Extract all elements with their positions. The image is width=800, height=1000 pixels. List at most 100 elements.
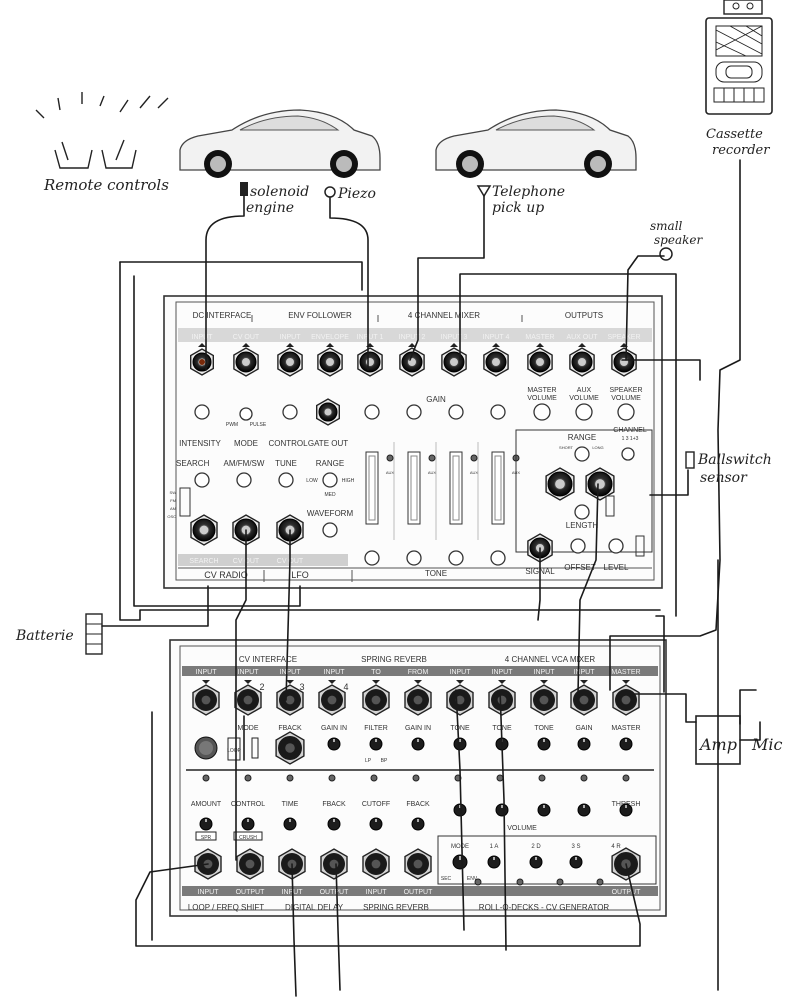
tune-knob[interactable] — [278, 472, 294, 488]
analog-switch[interactable] — [635, 535, 645, 557]
bottom-knob[interactable] — [327, 817, 341, 831]
range-knob[interactable] — [322, 472, 338, 488]
bottom-knob[interactable] — [411, 817, 425, 831]
bottom-knob[interactable] — [453, 737, 467, 751]
long-label: LONG — [592, 445, 603, 450]
filter-knob[interactable] — [369, 737, 383, 751]
top-pot[interactable] — [364, 404, 380, 420]
band-switch[interactable] — [236, 472, 252, 488]
bottom-knob[interactable] — [283, 817, 297, 831]
bottom-jack[interactable] — [570, 684, 598, 716]
wire-outer-left — [119, 261, 661, 621]
top-pot[interactable] — [282, 404, 298, 420]
top-jack[interactable] — [233, 347, 259, 377]
level-label: LEVEL — [604, 563, 629, 572]
tone-knob[interactable] — [448, 550, 464, 566]
aux-small-label: AUX — [428, 470, 437, 475]
speaker-volume-label: VOLUME — [611, 395, 641, 402]
aux-volume-label: AUX — [577, 387, 592, 394]
vca-knob[interactable] — [495, 803, 509, 817]
range-jack-left[interactable] — [545, 467, 575, 501]
top-jack[interactable] — [441, 347, 467, 377]
loop-switch[interactable] — [251, 737, 259, 759]
top-jack[interactable] — [527, 347, 553, 377]
top-pot[interactable] — [448, 404, 464, 420]
bottom-knob[interactable] — [619, 737, 633, 751]
top-jack[interactable] — [399, 347, 425, 377]
wire-vca-in-2 — [499, 689, 507, 951]
bottom-knob[interactable] — [537, 737, 551, 751]
waveform-knob[interactable] — [322, 522, 338, 538]
deck-knob[interactable] — [569, 855, 583, 869]
top-row2-label: MODE — [234, 439, 258, 448]
deck-num-label: 2 D — [531, 844, 541, 850]
bottom-row-jack[interactable] — [362, 848, 390, 880]
deck-knob[interactable] — [529, 855, 543, 869]
channel-knob[interactable] — [621, 447, 635, 461]
bottom-row-jack[interactable] — [320, 848, 348, 880]
top-jack[interactable] — [317, 347, 343, 377]
bottom-knob[interactable] — [369, 817, 383, 831]
bottom-knob[interactable] — [199, 817, 213, 831]
bottom-knob[interactable] — [577, 737, 591, 751]
low-label: LOW — [306, 478, 318, 484]
speaker-volume-knob[interactable] — [617, 403, 635, 421]
aux-volume-knob[interactable] — [575, 403, 593, 421]
channel-switch[interactable] — [605, 495, 615, 517]
bottom-jack[interactable] — [488, 684, 516, 716]
bottom-jack[interactable] — [530, 684, 558, 716]
fader-track[interactable] — [365, 451, 379, 525]
top-jack[interactable] — [483, 347, 509, 377]
vca-knob[interactable] — [453, 803, 467, 817]
range-jack-right[interactable] — [585, 467, 615, 501]
master-volume-knob[interactable] — [533, 403, 551, 421]
tone-knob[interactable] — [406, 550, 422, 566]
bottom-row-jack[interactable] — [236, 848, 264, 880]
top-jack[interactable] — [611, 347, 637, 377]
offset-knob[interactable] — [570, 538, 586, 554]
vca-knob[interactable] — [537, 803, 551, 817]
level-knob[interactable] — [608, 538, 624, 554]
tone-knob[interactable] — [364, 550, 380, 566]
bottom-strip-label: OUTPUT — [236, 889, 266, 896]
top-jack[interactable] — [569, 347, 595, 377]
bottom-led — [286, 774, 294, 782]
vca-knob[interactable] — [577, 803, 591, 817]
bottom-jack[interactable] — [318, 684, 346, 716]
fback-jack[interactable] — [275, 731, 305, 765]
bottom-jack[interactable] — [276, 684, 304, 716]
deck-knob[interactable] — [487, 855, 501, 869]
mode-knob[interactable] — [452, 854, 468, 870]
length-knob[interactable] — [574, 504, 590, 520]
range-selector[interactable] — [574, 446, 590, 462]
bottom-knob[interactable] — [411, 737, 425, 751]
gain-in-knob[interactable] — [327, 737, 341, 751]
fader-track[interactable] — [491, 451, 505, 525]
bottom-knob[interactable] — [241, 817, 255, 831]
tone-knob[interactable] — [490, 550, 506, 566]
top-jack[interactable] — [277, 347, 303, 377]
fader-track[interactable] — [407, 451, 421, 525]
top-jack[interactable] — [357, 347, 383, 377]
vca-knob[interactable] — [619, 803, 633, 817]
search-jack[interactable] — [190, 514, 218, 546]
speaker-icon — [659, 247, 673, 261]
search-button[interactable] — [194, 472, 210, 488]
top-pot[interactable] — [406, 404, 422, 420]
bottom-jack[interactable] — [612, 684, 640, 716]
bottom-jack[interactable] — [404, 684, 432, 716]
fader-track[interactable] — [449, 451, 463, 525]
top-pot[interactable] — [194, 404, 210, 420]
bottom-jack[interactable] — [234, 684, 262, 716]
bottom-jack[interactable] — [192, 684, 220, 716]
top-jack-label: INPUT — [280, 334, 302, 341]
wire-telephone — [409, 195, 485, 361]
band-selector[interactable] — [179, 487, 191, 517]
bottom-row-jack[interactable] — [404, 848, 432, 880]
bottom-jack[interactable] — [446, 684, 474, 716]
top-pot[interactable] — [490, 404, 506, 420]
bottom-jack[interactable] — [362, 684, 390, 716]
gate-out-jack[interactable] — [316, 398, 340, 426]
mode-switch[interactable] — [239, 407, 253, 421]
